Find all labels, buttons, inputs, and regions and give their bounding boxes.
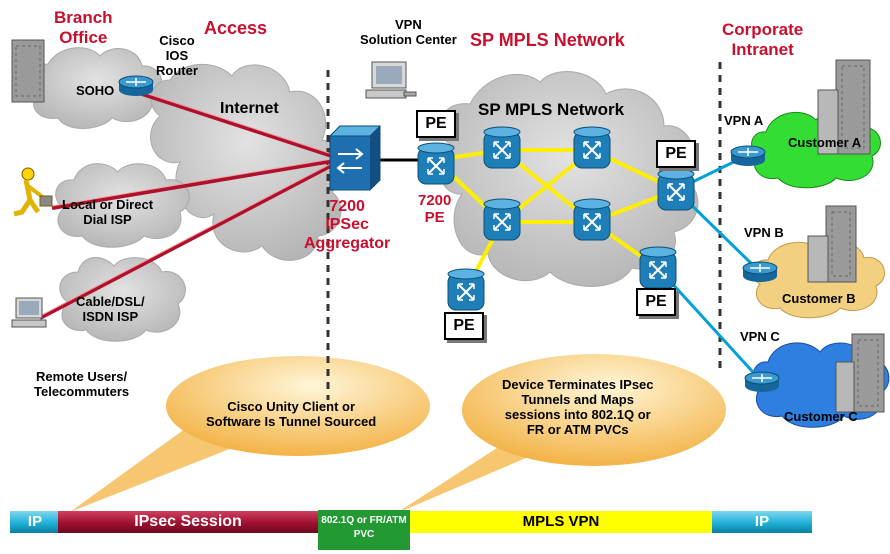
remote-pc-icon [11, 297, 47, 328]
p-switch-top-right-icon [573, 126, 611, 169]
customer-a-router-icon [730, 145, 766, 166]
soho-building-icon [11, 39, 45, 103]
pe-label-bottom-left: PE [444, 312, 484, 340]
mobile-user-icon [13, 167, 53, 217]
customer-a-building-icon [817, 59, 871, 155]
branch-office-heading: Branch Office [54, 8, 113, 47]
pe-label-top: PE [416, 110, 456, 138]
p-switch-bottom-left-icon [483, 198, 521, 241]
customer-b-router-icon [742, 261, 778, 282]
soho-label: SOHO [76, 83, 115, 98]
vpn-b-label: VPN B [744, 225, 784, 240]
ipsec-tunnels [39, 90, 339, 320]
devices [118, 75, 780, 392]
aggregator-label: 7200 IPSec Aggregator [304, 198, 391, 252]
cable-isp-label: Cable/DSL/ ISDN ISP [76, 294, 145, 324]
customer-b-label: Customer B [782, 291, 856, 306]
corporate-intranet-heading: Corporate Intranet [722, 20, 804, 59]
vpn-c-label: VPN C [740, 329, 780, 344]
access-heading: Access [204, 18, 268, 38]
cable-isp-cloud [59, 257, 186, 342]
bar-mpls-vpn: MPLS VPN [410, 511, 712, 533]
p-switch-top-left-icon [483, 126, 521, 169]
vpn-solution-center-pc-icon [365, 61, 417, 99]
pe-7200-switch-icon [417, 142, 455, 185]
callout-unity-text: Cisco Unity Client or Software Is Tunnel… [206, 399, 377, 429]
dial-isp-cloud [55, 163, 190, 248]
mpls-cloud-title: SP MPLS Network [478, 100, 625, 119]
dial-isp-label: Local or Direct Dial ISP [62, 197, 154, 227]
pe-label-right: PE [656, 140, 696, 168]
internet-label: Internet [220, 100, 279, 117]
customer-c-router-icon [744, 371, 780, 392]
vpn-solution-center-label: VPN Solution Center [360, 17, 457, 47]
p-switch-bottom-right-icon [573, 198, 611, 241]
ipsec-aggregator-icon [328, 125, 382, 191]
tunnel-highlights [39, 89, 339, 317]
callout-terminates-text: Device Terminates IPsec Tunnels and Maps… [502, 377, 654, 437]
bar-ipsec-session: IPsec Session [58, 511, 318, 533]
customer-c-label: Customer C [784, 409, 858, 424]
separator-lines [326, 62, 722, 400]
remote-users-label: Remote Users/ Telecommuters [34, 369, 130, 399]
bar-ip-right: IP [712, 511, 812, 533]
pe-switch-bottom-left-icon [447, 268, 485, 311]
customer-c-building-icon [835, 333, 885, 413]
pe-label-bottom-right: PE [636, 288, 676, 316]
vpn-a-label: VPN A [724, 113, 764, 128]
callout-terminates [395, 354, 726, 514]
sp-mpls-heading: SP MPLS Network [470, 30, 625, 50]
callout-unity [70, 356, 430, 512]
pe-switch-bottom-right-icon [639, 246, 677, 289]
soho-router-icon [118, 75, 154, 96]
customer-a-label: Customer A [788, 135, 862, 150]
pe-switch-right-icon [657, 168, 695, 211]
customer-b-building-icon [807, 205, 857, 283]
pe-7200-label: 7200 PE [418, 192, 452, 227]
bar-dot1q-pvc: 802.1Q or FR/ATM PVC [318, 510, 410, 550]
cisco-ios-router-label: Cisco IOS Router [156, 33, 198, 78]
bar-ip-left: IP [10, 511, 60, 533]
